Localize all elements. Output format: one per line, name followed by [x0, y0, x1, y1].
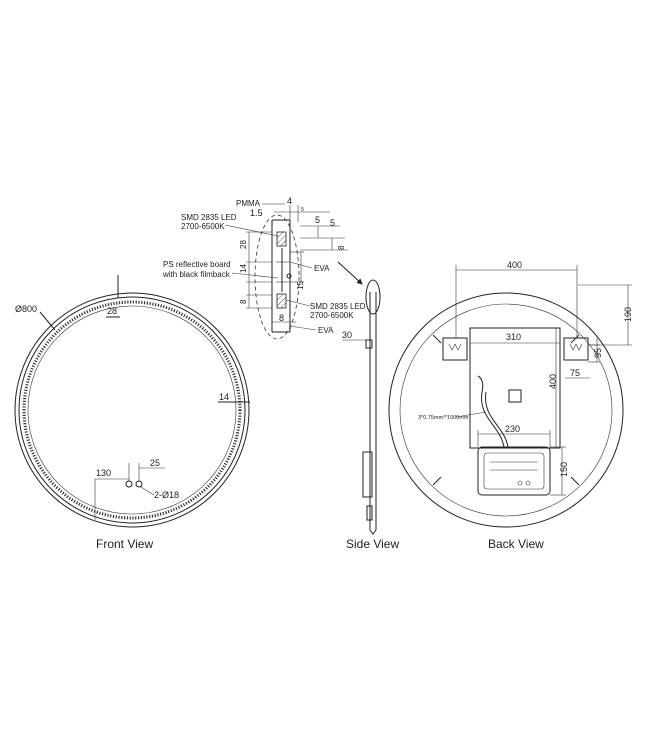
label-led-top-2: 2700-6500K [181, 222, 225, 231]
label-led-bottom-1: SMD 2835 LED [310, 302, 366, 311]
led-hatch-top [276, 231, 287, 247]
dim-bracket-span: 400 [507, 260, 522, 270]
label-led-top-1: SMD 2835 LED [181, 213, 237, 222]
label-eva-2: EVA [318, 326, 334, 335]
label-eva-1: EVA [314, 264, 330, 273]
driver-box [477, 446, 551, 496]
cable [477, 375, 505, 448]
dim-sensor-offset: 130 [96, 468, 111, 478]
dim-8-left: 8 [239, 299, 248, 304]
profile-body [271, 219, 291, 333]
section-detail-outline [254, 214, 300, 340]
back-inner-edge [399, 303, 613, 517]
dim-driver-width: 230 [505, 424, 520, 434]
dim-bracket-height: 190 [623, 307, 633, 322]
back-view-title: Back View [488, 537, 544, 551]
bracket-left [442, 337, 468, 361]
label-ps-board-2: with black filmback [162, 270, 231, 279]
dim-8: 8 [337, 245, 346, 250]
side-bracket-bottom [366, 505, 373, 521]
dim-plate-width: 310 [506, 332, 521, 342]
dim-bracket-a: 95 [593, 348, 603, 358]
bracket-right [563, 337, 589, 361]
dim-5b: 5 [330, 218, 335, 228]
dim-plate-height: 400 [548, 374, 558, 389]
dim-driver-height: 150 [559, 462, 569, 477]
diameter-leader [39, 311, 56, 331]
dim-1-5: 1.5 [250, 208, 263, 218]
side-bracket-top [365, 339, 373, 349]
dim-bracket-b: 75 [570, 368, 580, 378]
dim-15: 15 [296, 281, 305, 290]
dim-led-offset: 14 [219, 392, 229, 402]
label-pmma: PMMA [236, 199, 261, 208]
dim-depth: 30 [342, 330, 352, 340]
section-detail: PMMA 4 1.5 5 5 5 8 SMD 2835 LED 2700-650… [162, 196, 366, 340]
label-ps-board-1: PS reflective board [163, 260, 231, 269]
dim-diameter: Ø800 [15, 304, 37, 314]
mirror-glass-edge [27, 305, 237, 515]
dim-holes: 2-Ø18 [154, 490, 179, 500]
dim-5-small: 5 [301, 207, 304, 213]
dim-4: 4 [287, 196, 292, 206]
back-outer-edge [388, 292, 624, 528]
dim-8-bottom: 8 [279, 313, 284, 323]
front-view-title: Front View [96, 537, 153, 551]
sensor-hole-right [135, 480, 143, 488]
side-driver-box [362, 451, 373, 498]
side-detail-circle [365, 279, 381, 315]
back-switch [508, 389, 522, 403]
led-hatch-bottom [276, 293, 287, 309]
dim-14: 14 [239, 264, 248, 273]
back-view: 400 190 310 400 95 75 230 150 3*0.75mm²*… [388, 260, 633, 528]
dim-5: 5 [315, 215, 320, 225]
back-mounting-plate [469, 327, 561, 449]
sensor-hole-left [125, 480, 133, 488]
side-view-title: Side View [346, 537, 399, 551]
label-cable: 3*0.75mm²*1000mm [418, 415, 469, 421]
mirror-frame-inner-edge [18, 296, 246, 524]
side-view: 30 [342, 279, 381, 535]
dim-sensor-spacing: 25 [150, 458, 160, 468]
led-strip-ring [22, 300, 242, 520]
mirror-outer-edge [14, 292, 250, 528]
detail-callout-arrow [337, 261, 363, 285]
front-view: Ø800 28 14 25 130 2-Ø18 [14, 275, 250, 528]
dim-28: 28 [239, 240, 248, 249]
label-led-bottom-2: 2700-6500K [310, 311, 354, 320]
dim-frame-width: 28 [107, 306, 117, 316]
